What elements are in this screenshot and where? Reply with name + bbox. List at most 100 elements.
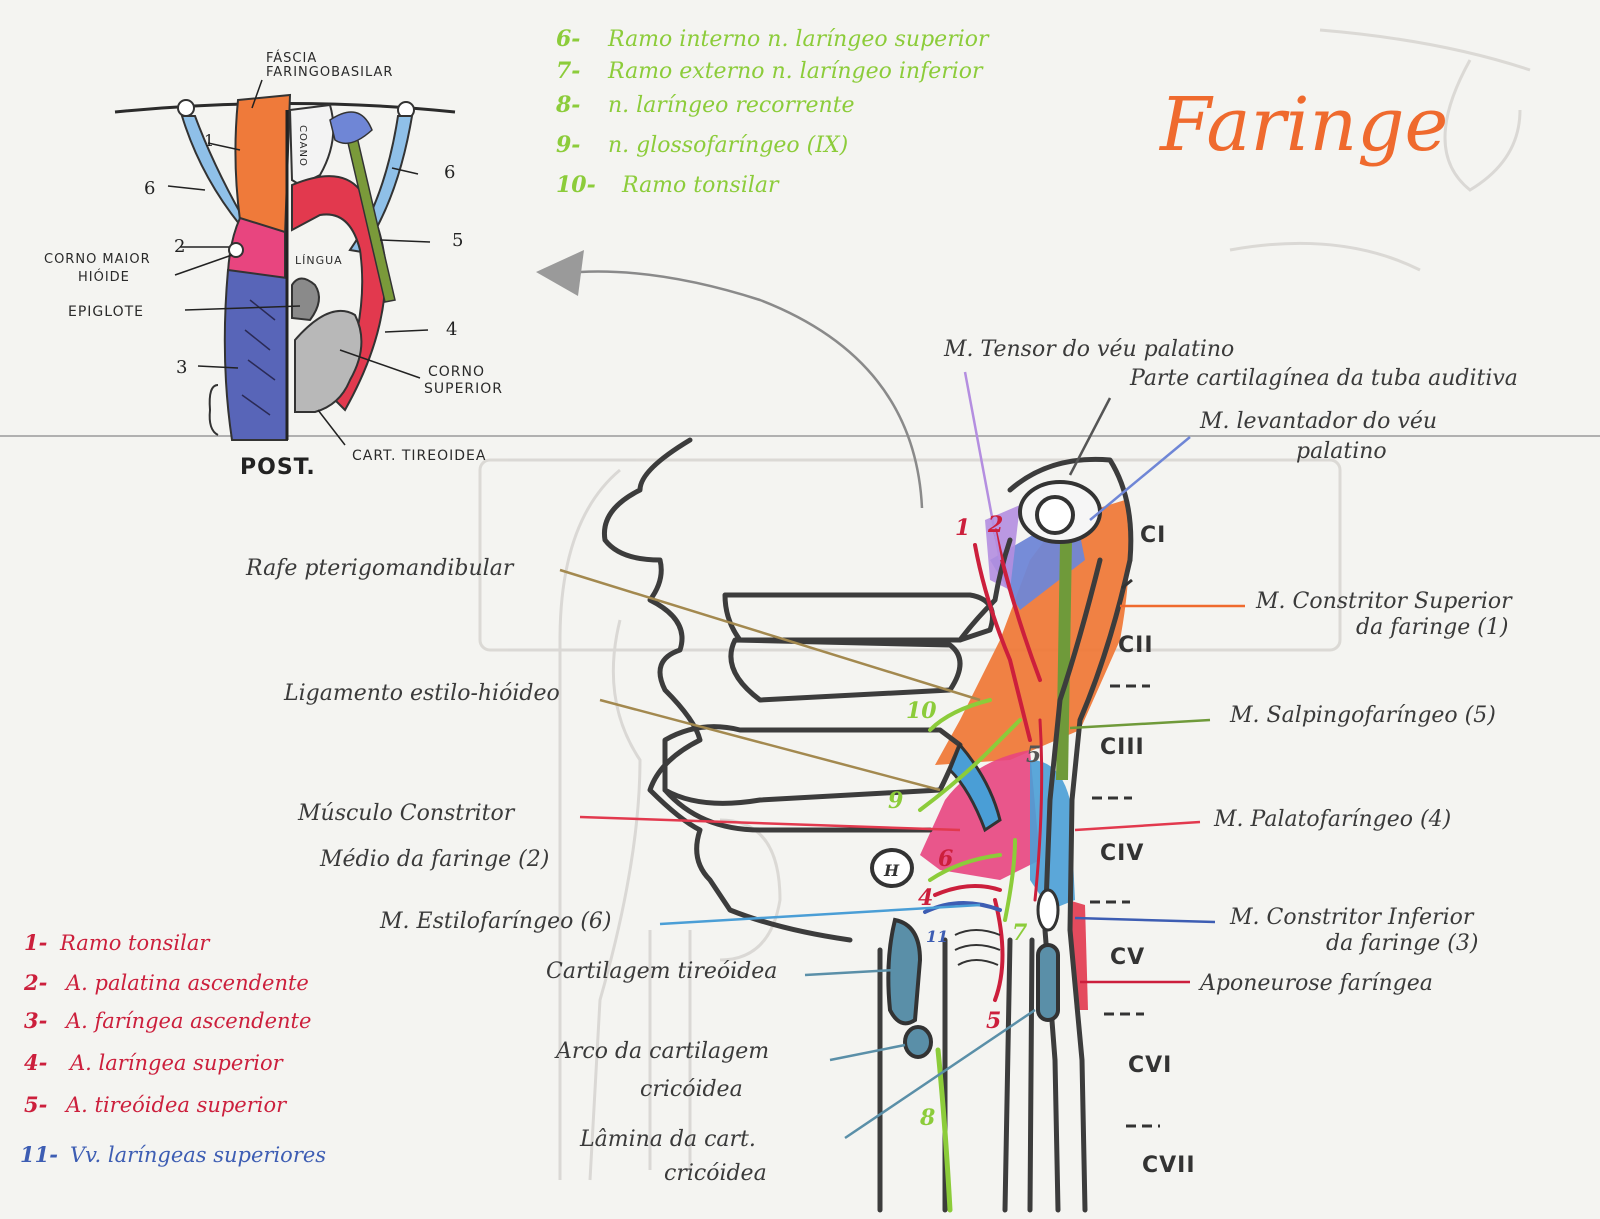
vertebra-c6: CVI	[1128, 1053, 1172, 1078]
label-thyroid-cartilage: Cartilagem tireóidea	[546, 959, 777, 984]
artery-pharyngeal-ascending	[1033, 718, 1044, 902]
soft-palate	[728, 637, 963, 703]
inset-lingua-label: LÍNGUA	[295, 254, 343, 267]
mark-hyoid-h: H	[883, 861, 900, 880]
label-cricoid-arch-1: Arco da cartilagem	[554, 1039, 769, 1064]
label-superior-constrictor-1: M. Constritor Superior	[1255, 589, 1513, 614]
inset-epiglote-label: EPIGLOTE	[68, 304, 144, 320]
artery-legend-num-3: 3-	[24, 1008, 47, 1033]
mark-artery-1: 1	[955, 515, 970, 541]
vertebra-c5: CV	[1110, 945, 1145, 970]
artery-legend-num-5: 5-	[24, 1092, 47, 1117]
pharynx-inner-wall	[957, 537, 1013, 643]
nerve-legend-num-6: 6-	[556, 26, 580, 52]
hyoid-bone	[870, 848, 914, 888]
vocal-fold	[1036, 888, 1060, 932]
label-middle-constrictor-2: Médio da faringe (2)	[319, 847, 549, 872]
inset-corno-superior-label-2: SUPERIOR	[424, 381, 503, 397]
posterior-pharynx-wall	[1067, 557, 1133, 1213]
mark-artery-4: 4	[918, 885, 933, 911]
anterior-spine-wall	[1042, 557, 1103, 1213]
tongue-outline	[662, 724, 963, 806]
nerve-legend-num-9: 9-	[556, 132, 580, 158]
bleed-through-sketch	[478, 28, 1531, 1181]
esophagus-back	[1027, 937, 1035, 1213]
inset-fascia-label-1: FÁSCIA	[266, 50, 317, 66]
label-levator-1: M. levantador do véu	[1199, 409, 1437, 434]
inset-number-1: 1	[204, 131, 214, 150]
nerve-legend-text-9: n. glossofaríngeo (IX)	[608, 133, 848, 158]
artery-legend-text-1: Ramo tonsilar	[59, 931, 211, 955]
inset-number-4: 4	[446, 319, 457, 340]
arrow-head	[536, 250, 584, 296]
vertebra-c7: CVII	[1142, 1153, 1196, 1178]
page-title: Faringe	[1158, 82, 1448, 168]
vein-legend-num-11: 11-	[20, 1142, 58, 1167]
superior-constrictor	[935, 500, 1129, 765]
sagittal-section: 1 2 4 5 5 6 7 8 9 10 11 H CI CII CIII CI…	[559, 371, 1245, 1213]
artery-legend-text-2: A. palatina ascendente	[64, 971, 309, 995]
nerve-recurrent	[935, 1047, 953, 1213]
label-cricoid-lamina-1: Lâmina da cart.	[579, 1127, 756, 1152]
label-inferior-constrictor-2: da faringe (3)	[1326, 931, 1478, 956]
inferior-constrictor-inset	[223, 268, 288, 441]
mark-nerve-10: 10	[906, 698, 937, 724]
inset-corno-maior-label-2: HIÓIDE	[78, 269, 130, 285]
vertebra-c4: CIV	[1100, 841, 1144, 866]
vertebra-c2: CII	[1118, 633, 1154, 658]
label-auditory-tube: Parte cartilagínea da tuba auditiva	[1129, 366, 1518, 391]
label-tensor-veli-palatini: M. Tensor do véu palatino	[943, 337, 1234, 362]
vertebra-dashes	[1090, 578, 1160, 1128]
mark-nerve-7: 7	[1012, 920, 1028, 946]
label-middle-constrictor-1: Músculo Constritor	[297, 801, 516, 826]
label-pterygomandibular-raphe: Rafe pterigomandibular	[245, 556, 515, 581]
label-salpingopharyngeus: M. Salpingofaríngeo (5)	[1229, 703, 1496, 728]
inset-number-3: 3	[176, 357, 187, 378]
inset-corno-superior-label-1: CORNO	[428, 364, 485, 380]
face-profile	[601, 437, 853, 943]
artery-legend-text-3: A. faríngea ascendente	[64, 1009, 311, 1033]
label-palatopharyngeus: M. Palatofaríngeo (4)	[1213, 807, 1451, 832]
hard-palate	[722, 592, 995, 643]
mark-artery-2: 2	[987, 512, 1003, 538]
artery-legend-num-1: 1-	[24, 930, 47, 955]
nerve-legend-num-7: 7-	[556, 58, 580, 84]
nerve-external	[1003, 838, 1017, 922]
artery-tonsillar	[973, 543, 1032, 742]
label-stylohyoid-ligament: Ligamento estilo-hióideo	[283, 681, 560, 706]
inset-cart-tireoidea-label: CART. TIREOIDEA	[352, 448, 486, 464]
auditory-tube-inner	[1035, 495, 1075, 535]
mark-nerve-8: 8	[919, 1105, 935, 1131]
inset-fascia-label-2: FARINGOBASILAR	[266, 65, 393, 80]
nerve-legend-text-10: Ramo tonsilar	[621, 173, 780, 198]
curved-arrow	[579, 270, 924, 509]
artery-legend-num-4: 4-	[24, 1050, 47, 1075]
mark-vein-11: 11	[926, 927, 948, 946]
label-stylopharyngeus: M. Estilofaríngeo (6)	[379, 909, 612, 934]
superior-constrictor-inset	[234, 93, 292, 237]
mark-muscle-6: 6	[938, 846, 953, 872]
esophagus-front	[1002, 937, 1013, 1213]
inset-number-2: 2	[174, 236, 185, 257]
nerve-legend: 6- Ramo interno n. laríngeo superior 7- …	[555, 26, 990, 198]
inset-posterior-view: FÁSCIA FARINGOBASILAR COANO LÍNGUA CORNO…	[44, 50, 503, 480]
inset-coano-label: COANO	[297, 125, 308, 167]
vein-legend-text-11: Vv. laríngeas superiores	[70, 1143, 326, 1167]
mark-muscle-5: 5	[1026, 742, 1041, 768]
label-cricoid-arch-2: cricóidea	[640, 1077, 743, 1102]
thyroid-cartilage	[886, 917, 923, 1026]
vein-laryngeal-superior	[923, 900, 1002, 914]
vertebra-c3: CIII	[1100, 735, 1145, 760]
tensor-inset	[329, 111, 373, 145]
thyroid-cartilage-inset	[294, 310, 363, 413]
label-levator-2: palatino	[1296, 439, 1387, 464]
choana-region	[288, 103, 335, 187]
inset-number-6-left: 6	[144, 178, 155, 199]
nerve-legend-text-8: n. laríngeo recorrente	[608, 93, 855, 118]
inset-corno-maior-label-1: CORNO MAIOR	[44, 252, 151, 267]
nerve-legend-text-7: Ramo externo n. laríngeo inferior	[607, 59, 984, 84]
artery-legend-num-2: 2-	[23, 970, 47, 995]
vertebra-c1: CI	[1140, 523, 1166, 548]
cricoid-lamina	[1036, 943, 1060, 1022]
inset-post-label: POST.	[240, 455, 316, 480]
